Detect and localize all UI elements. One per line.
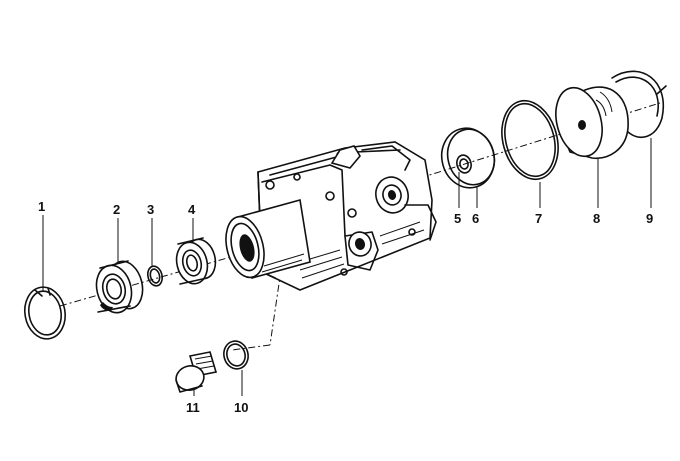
part-label-9: 9 [646, 211, 653, 226]
part-labels: 1 2 3 4 5 6 7 8 9 11 10 [38, 199, 653, 415]
part-label-10: 10 [234, 400, 248, 415]
cap-part-8 [555, 86, 629, 159]
seal-washer-part-5 [456, 154, 472, 174]
part-label-2: 2 [113, 202, 120, 217]
screw-plug-part-11 [175, 351, 218, 393]
part-label-7: 7 [535, 211, 542, 226]
part-label-11: 11 [186, 400, 200, 415]
part-label-6: 6 [472, 211, 479, 226]
o-ring-part-7 [501, 99, 559, 181]
part-label-5: 5 [454, 211, 461, 226]
part-label-3: 3 [147, 202, 154, 217]
shaft-seal-part-4 [175, 237, 217, 285]
ball-bearing-part-2 [95, 260, 144, 314]
pump-housing [225, 141, 437, 291]
part-label-4: 4 [188, 202, 196, 217]
part-label-8: 8 [593, 211, 600, 226]
retaining-ring-part-9 [611, 70, 667, 139]
gasket-ring-part-10 [223, 340, 249, 370]
leader-lines [42, 138, 652, 396]
circlip-part-1 [23, 286, 67, 340]
cover-plate-part-6 [440, 127, 496, 189]
snap-ring-part-3 [146, 265, 164, 287]
part-label-1: 1 [38, 199, 45, 214]
